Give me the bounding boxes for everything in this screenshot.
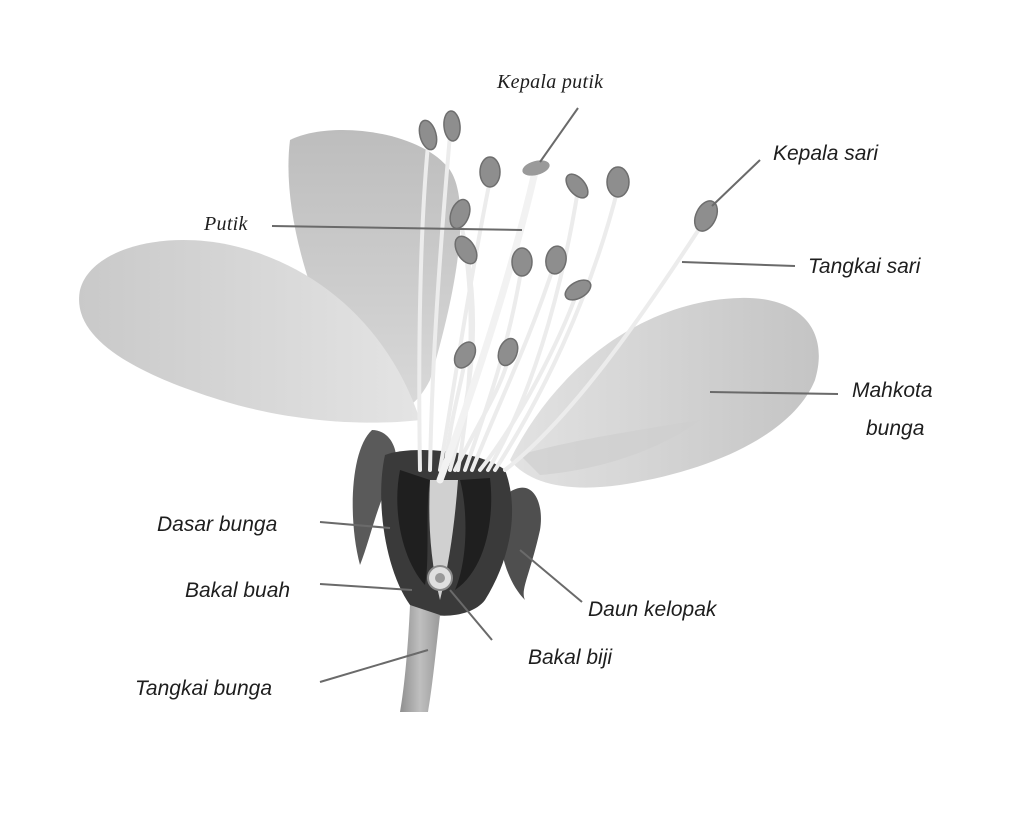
label-tangkai-sari: Tangkai sari xyxy=(808,255,921,278)
label-mahkota-bunga-line1: Mahkota xyxy=(852,379,933,402)
leader-daun-kelopak xyxy=(519,549,583,603)
leader-dasar-bunga xyxy=(319,521,391,529)
leader-bakal-buah xyxy=(319,583,413,591)
petal-left xyxy=(79,240,420,423)
flower-stalk xyxy=(400,605,440,712)
label-tangkai-bunga: Tangkai bunga xyxy=(135,677,273,700)
stigma xyxy=(522,160,550,176)
leader-putik xyxy=(271,225,523,231)
pistil-style xyxy=(436,168,539,484)
label-mahkota-bunga-line2: bunga xyxy=(866,417,925,440)
leader-bakal-biji xyxy=(449,589,493,641)
leader-kepala-sari xyxy=(711,159,761,207)
ovary-chamber-right xyxy=(455,478,492,590)
leader-lines xyxy=(271,107,839,683)
label-bakal-buah: Bakal buah xyxy=(185,579,291,602)
label-kepala-sari: Kepala sari xyxy=(773,142,879,165)
leader-mahkota-bunga xyxy=(709,391,839,395)
leader-tangkai-bunga xyxy=(319,649,429,683)
label-putik: Putik xyxy=(204,213,248,235)
label-bakal-biji: Bakal biji xyxy=(528,646,613,669)
label-dasar-bunga: Dasar bunga xyxy=(157,513,278,536)
label-kepala-putik: Kepala putik xyxy=(497,71,604,93)
ovary-chamber-left xyxy=(397,470,430,585)
label-daun-kelopak: Daun kelopak xyxy=(588,598,717,621)
petal-right-fold xyxy=(520,420,700,475)
leader-kepala-putik xyxy=(539,107,579,163)
anthers xyxy=(418,110,719,369)
leader-tangkai-sari xyxy=(681,261,796,267)
